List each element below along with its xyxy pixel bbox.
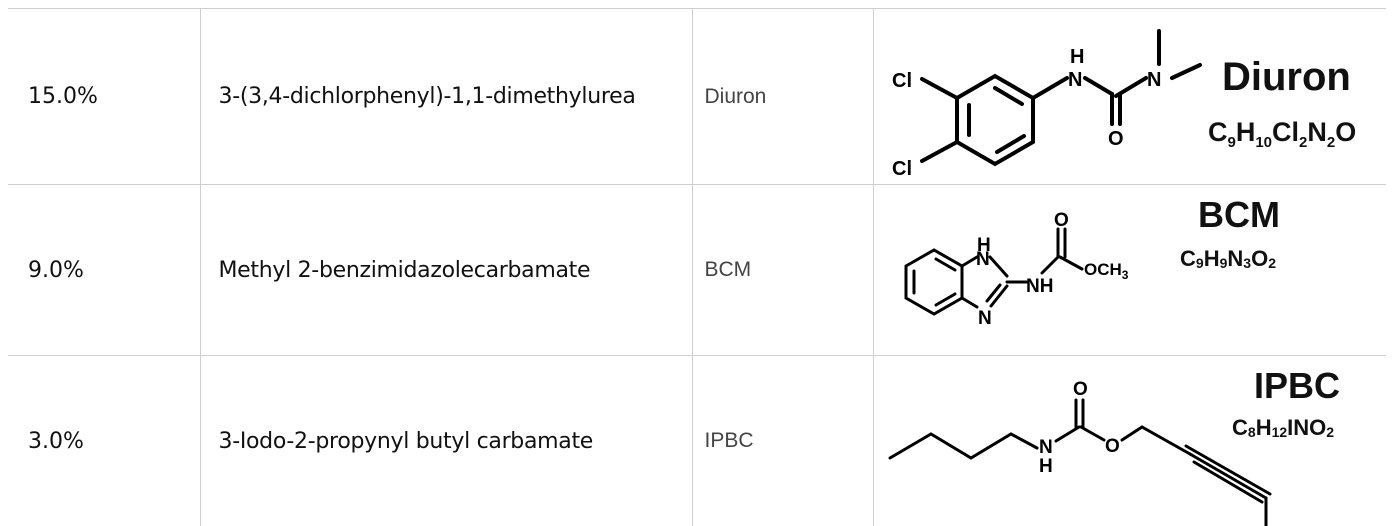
atom-label: H [1070,46,1084,68]
atom-label: H [1039,456,1053,477]
atom-label: N [978,308,992,329]
atom-label: NH [1026,276,1053,297]
atom-label: O [1073,379,1088,400]
abbreviation-cell: IPBC [692,356,873,526]
molecular-formula: C9H9N3O2 [1180,246,1276,271]
atom-label: N [1068,69,1082,91]
molecular-formula: C8H12INO2 [1232,415,1334,440]
atom-label: N [1039,437,1053,458]
percent-cell: 15.0% [8,9,200,185]
ipbc-structure-image: N H O O IPBC C8H12INO2 [874,356,1387,526]
bcm-structure-image: H N N NH O OCH3 BCM C9H9N3O2 [874,185,1387,355]
atom-label: O [1054,210,1069,231]
atom-label: O [1108,128,1124,150]
atom-label: Cl [892,70,912,92]
chemical-name-cell: 3-(3,4-dichlorphenyl)-1,1-dimethylurea [200,9,692,185]
percent-cell: 3.0% [8,356,200,526]
table-row: 9.0% Methyl 2-benzimidazolecarbamate BCM [8,185,1386,356]
atom-label: N [976,249,990,270]
abbreviation-cell: Diuron [692,9,873,185]
table-row: 3.0% 3-Iodo-2-propynyl butyl carbamate I… [8,356,1386,526]
compound-name: IPBC [1254,365,1340,406]
composition-table: 15.0% 3-(3,4-dichlorphenyl)-1,1-dimethyl… [8,8,1386,526]
diuron-structure-image: Cl Cl H N O N Diuron C9H10Cl2N2O [874,9,1387,184]
structure-cell: Cl Cl H N O N Diuron C9H10Cl2N2O [873,9,1386,185]
atom-label: Cl [892,158,912,180]
atom-label: O [1105,436,1120,457]
molecular-formula: C9H10Cl2N2O [1208,117,1356,151]
chemical-name-cell: Methyl 2-benzimidazolecarbamate [200,185,692,356]
compound-name: BCM [1198,194,1280,235]
percent-cell: 9.0% [8,185,200,356]
compound-name: Diuron [1222,55,1351,99]
atom-label: OCH3 [1084,260,1129,282]
abbreviation-cell: BCM [692,185,873,356]
structure-cell: H N N NH O OCH3 BCM C9H9N3O2 [873,185,1386,356]
chemical-name-cell: 3-Iodo-2-propynyl butyl carbamate [200,356,692,526]
atom-label: N [1147,69,1161,91]
table-row: 15.0% 3-(3,4-dichlorphenyl)-1,1-dimethyl… [8,9,1386,185]
structure-cell: N H O O IPBC C8H12INO2 [873,356,1386,526]
